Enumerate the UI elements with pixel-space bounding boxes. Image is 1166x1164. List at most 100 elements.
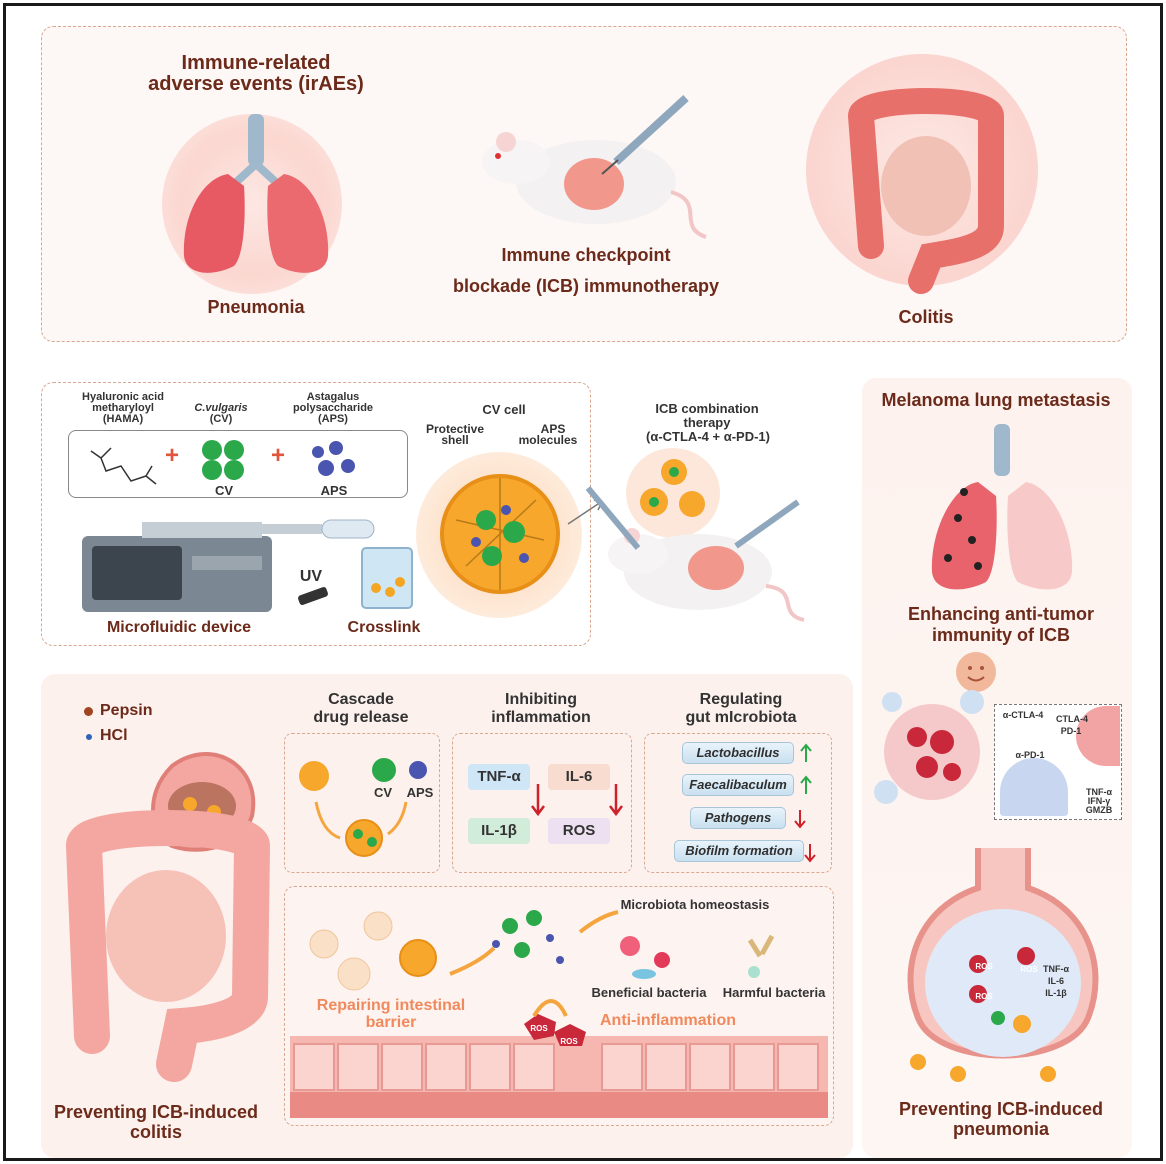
- enhancing-line1: Enhancing anti-tumor: [908, 604, 1094, 624]
- homeostasis-label: Microbiota homeostasis: [620, 897, 770, 912]
- ros-blob-2-label: ROS: [560, 1037, 578, 1046]
- harmful-label: Harmful bacteria: [722, 985, 826, 1000]
- intestinal-scene: [290, 910, 828, 1118]
- alveolus-tnf: TNF-α: [1042, 964, 1070, 974]
- device-label: Microfluidic device: [106, 619, 252, 636]
- pneumonia-label: Pneumonia: [207, 297, 305, 317]
- uv-label: UV: [299, 568, 323, 585]
- cascade-aps: APS: [406, 785, 434, 800]
- tnf-label: TNF-α: [1085, 787, 1113, 797]
- icb-combo-line3: (α-CTLA-4 + α-PD-1): [646, 429, 770, 444]
- smiley-face: [967, 666, 985, 682]
- bact-biofilm: Biofilm formation: [674, 840, 804, 862]
- ctla4-ab-label: α-CTLA-4: [1002, 710, 1044, 720]
- tag-ros: ROS: [548, 818, 610, 844]
- irae-title-line1: Immune-related: [181, 52, 331, 74]
- microsphere-icon: [440, 474, 560, 594]
- reg-line2: gut mIcrobiota: [685, 709, 797, 726]
- colitis-prevent-line1: Preventing ICB-induced: [53, 1102, 259, 1122]
- metastasis-lung-icon: [931, 424, 1073, 590]
- mouse-icb-icon: [482, 95, 707, 239]
- tumor-cell-shape: [1076, 706, 1120, 766]
- pneumonia-prevent-line1: Preventing ICB-induced: [898, 1099, 1104, 1119]
- aps-line2: polysaccharide: [292, 402, 374, 414]
- protective-line2: shell: [441, 433, 469, 447]
- cv-line1: C.vulgaris: [194, 402, 248, 414]
- hama-line2: metharyloyl: [92, 402, 154, 414]
- irae-title-line2: adverse events (irAEs): [148, 73, 364, 95]
- pd1-label: PD-1: [1060, 726, 1082, 736]
- aps-cluster-icon: [312, 441, 355, 476]
- inflammation-box: [452, 733, 632, 873]
- beaker-icon: [361, 547, 413, 609]
- melanoma-title: Melanoma lung metastasis: [881, 390, 1111, 410]
- enhancing-line2: immunity of ICB: [932, 625, 1070, 645]
- plus-1: +: [164, 442, 179, 469]
- icb-combo-line1: ICB combination: [655, 401, 759, 416]
- crosslink-label: Crosslink: [347, 619, 421, 636]
- mouse-treatment-icon: [585, 486, 805, 622]
- ros-blob-1-label: ROS: [530, 1024, 548, 1033]
- smiley-icon: [956, 652, 996, 692]
- cascade-line2: drug release: [313, 709, 409, 726]
- alveolus-il1b: IL-1β: [1045, 988, 1067, 998]
- cascade-line1: Cascade: [328, 691, 394, 708]
- cascade-cv: CV: [373, 785, 393, 800]
- bact-pathogens: Pathogens: [690, 807, 786, 829]
- inhib-line1: Inhibiting: [505, 691, 577, 708]
- pd1-ab-label: α-PD-1: [1015, 750, 1045, 760]
- microfluidic-device-icon: [82, 519, 375, 612]
- aps-mol-line1: APS: [540, 422, 566, 436]
- colon-icon: [847, 88, 1004, 294]
- lung-icon: [183, 114, 329, 273]
- bact-lactobacillus: Lactobacillus: [682, 742, 794, 764]
- anti-inflammation-label: Anti-inflammation: [600, 1012, 736, 1029]
- hama-line3: (HAMA): [102, 413, 144, 425]
- repair-line1: Repairing intestinal: [316, 997, 466, 1014]
- hcl-dot: [86, 734, 92, 740]
- ifn-label: IFN-γ: [1087, 796, 1111, 806]
- icb-line2: blockade (ICB) immunotherapy: [452, 276, 720, 296]
- reg-line1: Regulating: [699, 691, 783, 708]
- aps-line1: Astagalus: [306, 391, 360, 403]
- beneficial-label: Beneficial bacteria: [591, 985, 707, 1000]
- gmzb-label: GMZB: [1085, 805, 1113, 815]
- microbiota-box: [644, 733, 832, 873]
- middle-panel: [41, 382, 591, 646]
- tag-il6: IL-6: [548, 764, 610, 790]
- ctla4-label: CTLA-4: [1056, 714, 1088, 724]
- plus-2: +: [270, 442, 285, 469]
- t-cell-shape: [1000, 758, 1068, 816]
- aps-line3: (APS): [318, 413, 348, 425]
- hama-line1: Hyaluronic acid: [82, 391, 164, 403]
- tag-tnf: TNF-α: [468, 764, 530, 790]
- cv-line2: (CV): [209, 413, 233, 425]
- aps-mol-line2: molecules: [518, 433, 578, 447]
- protective-line1: Protective: [425, 422, 485, 436]
- bact-faecalibaculum: Faecalibaculum: [682, 774, 794, 796]
- cv-cell-label: CV cell: [482, 402, 526, 417]
- gut-stomach-icon: [66, 752, 271, 1082]
- alveolus-ros-1: ROS: [975, 962, 993, 971]
- beads-icon: [640, 459, 705, 517]
- hama-structure-icon: [90, 447, 157, 485]
- cv-cluster-icon: [202, 440, 244, 480]
- alveolus-ros-2: ROS: [1020, 965, 1038, 974]
- pepsin-label: Pepsin: [100, 702, 153, 719]
- icb-combo-line2: therapy: [683, 415, 731, 430]
- down-arrows: [531, 784, 623, 817]
- alveolus-ros-3: ROS: [975, 992, 993, 1001]
- hcl-label: HCl: [100, 727, 128, 744]
- colitis-prevent-line2: colitis: [129, 1122, 182, 1142]
- cascade-release-icon: [299, 758, 427, 857]
- pepsin-dot: [84, 707, 93, 716]
- aps-short: APS: [320, 483, 348, 498]
- cv-short: CV: [214, 483, 234, 498]
- cascade-box: [284, 733, 440, 873]
- colitis-label: Colitis: [898, 307, 954, 327]
- icb-line1: Immune checkpoint: [501, 245, 671, 265]
- inhib-line2: inflammation: [491, 709, 591, 726]
- figure-frame: Immune-related adverse events (irAEs) Pn…: [3, 3, 1163, 1161]
- up-down-arrows: [794, 743, 816, 863]
- alveolus-icon: [907, 848, 1099, 1082]
